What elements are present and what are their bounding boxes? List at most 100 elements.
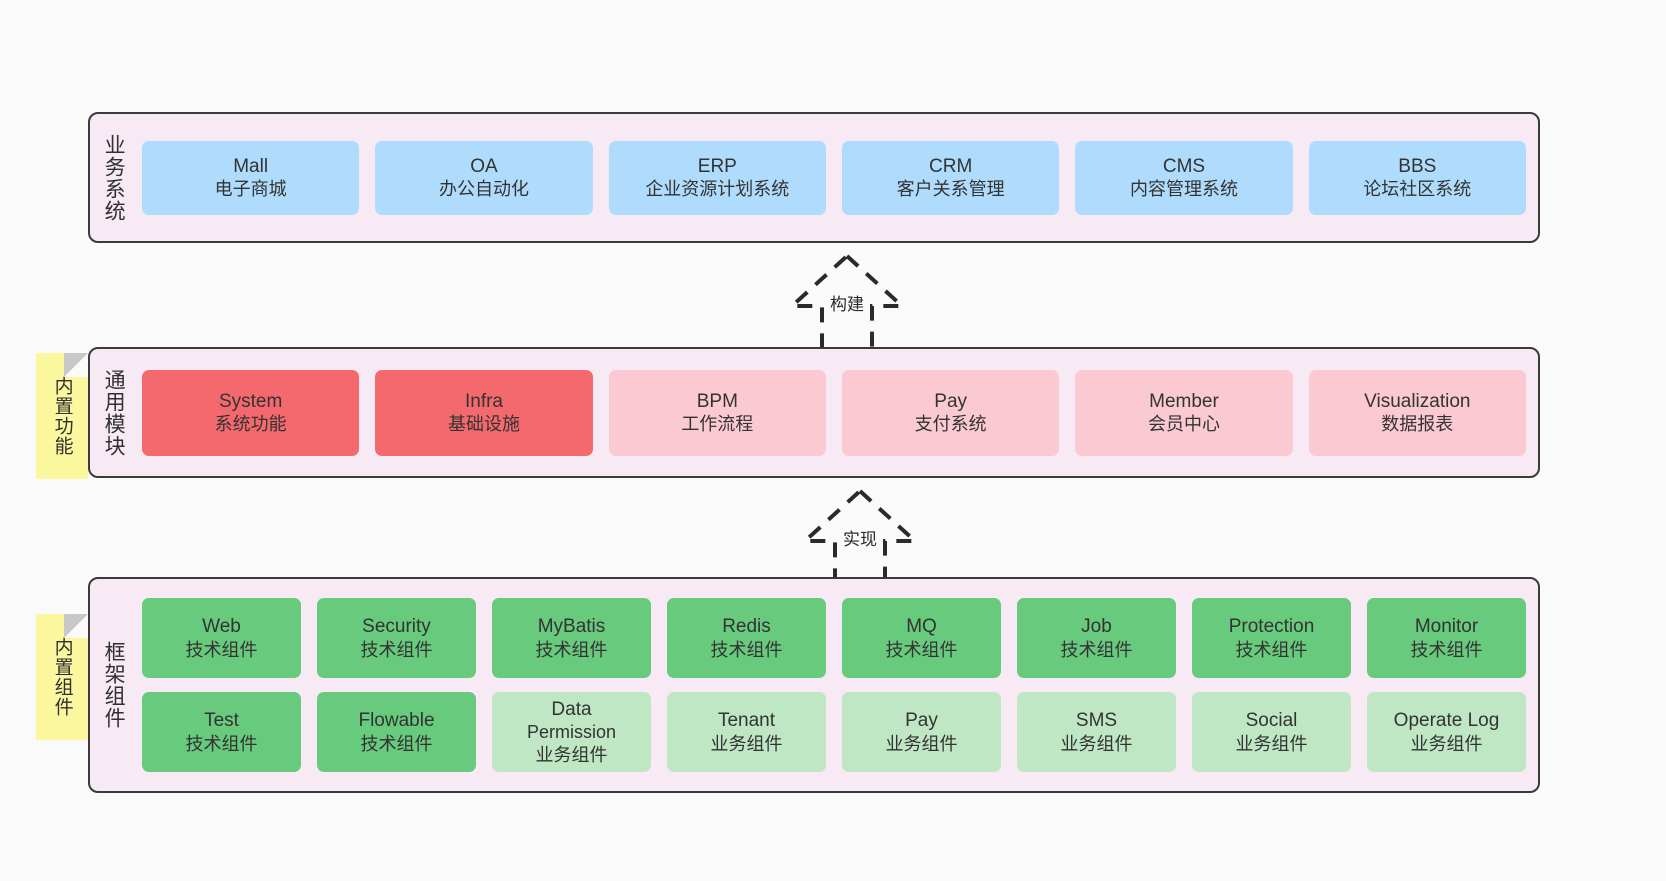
module-card-name: Job <box>1081 616 1112 638</box>
module-card-desc: 客户关系管理 <box>896 179 1005 200</box>
module-card-name: Infra <box>464 390 503 412</box>
business-layer-title: 业务系统 <box>102 133 126 222</box>
module-card-name: Web <box>202 616 241 638</box>
module-card-desc: 电子商城 <box>214 179 287 200</box>
module-card-name: BBS <box>1398 155 1437 177</box>
modules-layer-title: 通用模块 <box>102 368 126 457</box>
module-card-desc: 技术组件 <box>535 639 608 660</box>
module-card-name: Data <box>551 698 592 720</box>
module-card-name: Visualization <box>1364 390 1471 412</box>
module-card-desc: 数据报表 <box>1381 414 1454 435</box>
module-card-desc: 技术组件 <box>710 639 783 660</box>
module-card-desc: 办公自动化 <box>438 179 529 200</box>
sticky-note-builtin-functions: 内置功能 <box>36 353 88 479</box>
module-card-name: Member <box>1149 390 1219 412</box>
module-card-name: MyBatis <box>537 616 606 638</box>
module-card-desc: 企业资源计划系统 <box>645 179 790 200</box>
module-card-name-line2: Permission <box>526 722 617 743</box>
module-card-desc: 技术组件 <box>185 733 258 754</box>
implement-arrow: 实现 <box>765 485 955 595</box>
build-arrow-label: 构建 <box>830 295 864 314</box>
module-card-name: CRM <box>929 155 973 177</box>
module-card-name: Operate Log <box>1393 710 1500 732</box>
module-card-desc: 业务组件 <box>535 744 608 765</box>
module-card-name: Pay <box>905 710 938 732</box>
module-card-desc: 内容管理系统 <box>1129 179 1238 200</box>
module-card-desc: 业务组件 <box>1410 733 1483 754</box>
module-card-desc: 业务组件 <box>885 733 958 754</box>
build-arrow: 构建 <box>752 250 942 360</box>
module-card-name: BPM <box>696 390 738 412</box>
module-card-desc: 工作流程 <box>681 414 754 435</box>
module-card-name: Redis <box>722 616 771 638</box>
module-card-name: Security <box>362 616 431 638</box>
module-card-name: Test <box>204 710 239 732</box>
module-card-desc: 业务组件 <box>1060 733 1133 754</box>
module-card-desc: 基础设施 <box>447 414 520 435</box>
build-arrow-shape <box>786 253 908 356</box>
module-card-desc: 支付系统 <box>914 414 987 435</box>
module-card-name: Social <box>1245 710 1298 732</box>
module-card-name: Mall <box>233 155 269 177</box>
module-card-desc: 业务组件 <box>1235 733 1308 754</box>
module-card-desc: 技术组件 <box>1060 639 1133 660</box>
module-card-name: Monitor <box>1414 616 1479 638</box>
module-card-desc: 技术组件 <box>1410 639 1483 660</box>
module-card-name: ERP <box>697 155 737 177</box>
implement-arrow-shape <box>799 488 921 591</box>
sticky-note-builtin-components: 内置组件 <box>36 614 88 740</box>
module-card-name: Pay <box>934 390 968 412</box>
module-card-name: MQ <box>906 616 937 638</box>
module-card-name: Protection <box>1228 616 1315 638</box>
module-card-desc: 系统功能 <box>214 414 287 435</box>
framework-layer-title: 框架组件 <box>102 641 126 729</box>
module-card-name: SMS <box>1075 710 1118 732</box>
module-card-desc: 业务组件 <box>710 733 783 754</box>
module-card-name: Tenant <box>717 710 776 732</box>
module-card-name: OA <box>470 155 498 177</box>
module-card-desc: 论坛社区系统 <box>1363 179 1472 200</box>
module-card-name: System <box>218 390 283 412</box>
module-card-desc: 技术组件 <box>1235 639 1308 660</box>
module-card-desc: 会员中心 <box>1147 414 1220 435</box>
module-card-name: CMS <box>1162 155 1206 177</box>
